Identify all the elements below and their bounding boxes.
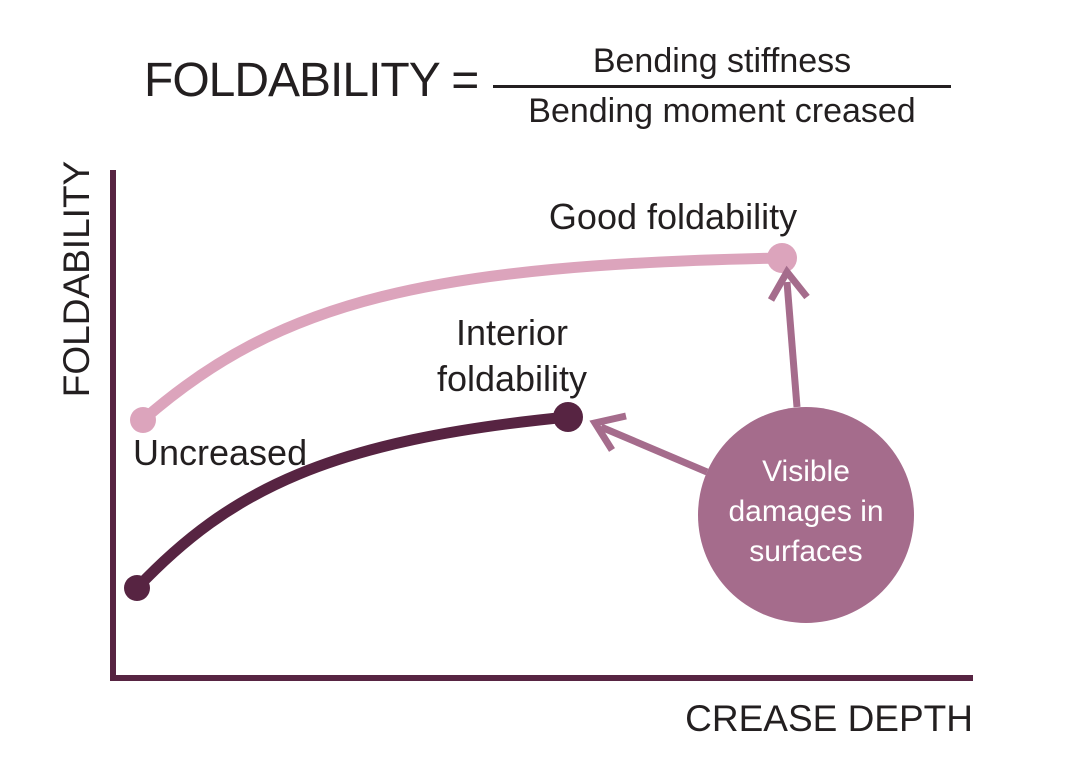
formula-denominator: Bending moment creased (528, 92, 916, 130)
arrow-to-interior-shaft (599, 423, 709, 476)
formula-numerator: Bending stiffness (493, 42, 951, 88)
interior-foldability-label: Interior foldability (436, 312, 588, 399)
visible-damages-circle (698, 407, 914, 623)
uncreased-label: Uncreased (133, 432, 308, 473)
interior-start-point (124, 575, 150, 601)
interior-end-point (553, 402, 583, 432)
formula-fraction: Bending stiffness Bending moment creased (493, 42, 951, 130)
uncreased-start-point (130, 407, 156, 433)
good-foldability-end-point (767, 243, 797, 273)
arrow-to-interior-head (589, 412, 627, 452)
formula-lhs: FOLDABILITY = (144, 54, 479, 107)
good-foldability-curve (137, 252, 788, 426)
y-axis-label: FOLDABILITY (56, 160, 97, 398)
good-foldability-label: Good foldability (548, 196, 798, 237)
arrow-to-good-foldability-head (767, 265, 810, 302)
arrow-to-good-foldability-shaft (783, 281, 801, 408)
interior-foldability-curve (131, 411, 574, 594)
visible-damages-text: Visible damages in surfaces (728, 455, 884, 568)
x-axis-label: CREASE DEPTH (685, 698, 973, 739)
